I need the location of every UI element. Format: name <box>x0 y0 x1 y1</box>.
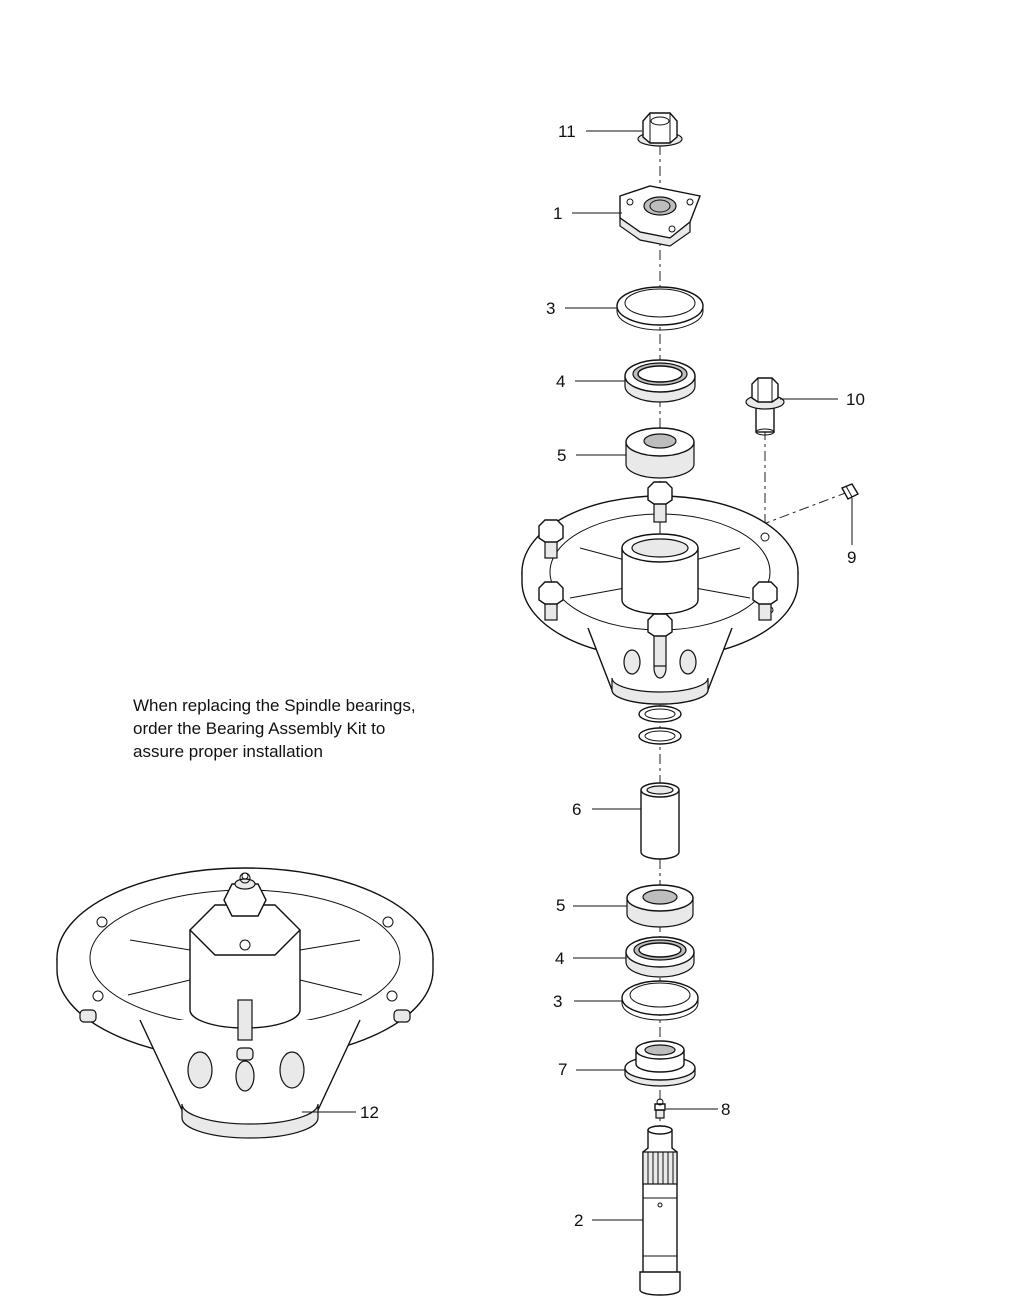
callout-6: 6 <box>572 800 581 819</box>
housing-nut-right <box>752 581 778 621</box>
part-3-seal-lower <box>621 980 699 1021</box>
part-3-seal-upper <box>616 286 704 331</box>
callout-1: 1 <box>553 204 562 223</box>
part-6-spacer-sleeve <box>640 782 680 860</box>
bearing-kit-note: When replacing the Spindle bearings, ord… <box>133 694 493 763</box>
note-line-1: When replacing the Spindle bearings, <box>133 696 416 715</box>
callout-12: 12 <box>360 1103 379 1122</box>
spindle-housing <box>521 495 799 705</box>
callout-8: 8 <box>721 1100 730 1119</box>
callout-7: 7 <box>558 1060 567 1079</box>
housing-nut-left-bottom <box>538 581 564 621</box>
part-5-bearing-upper <box>625 427 695 479</box>
part-5-bearing-lower <box>626 884 694 928</box>
callout-3-upper: 3 <box>546 299 555 318</box>
callout-10: 10 <box>846 390 865 409</box>
part-4-race-upper <box>624 359 696 403</box>
part-2-spindle-shaft <box>639 1125 681 1296</box>
housing-nut-top <box>647 481 673 523</box>
o-rings <box>638 705 682 745</box>
callout-4-lower: 4 <box>555 949 564 968</box>
part-4-race-lower <box>625 936 695 978</box>
part-7-seal-cup <box>624 1040 696 1087</box>
callout-3-lower: 3 <box>553 992 562 1011</box>
part-9-grease-fitting <box>841 483 859 500</box>
housing-nut-left-top <box>538 519 564 559</box>
part-10-bolt <box>745 377 785 436</box>
part-12-spindle-assembly <box>56 867 434 1139</box>
note-line-3: assure proper installation <box>133 742 323 761</box>
callout-5-upper: 5 <box>557 446 566 465</box>
callout-4-upper: 4 <box>556 372 565 391</box>
callout-9: 9 <box>847 548 856 567</box>
part-8-grease-zerk <box>654 1098 666 1119</box>
callout-2: 2 <box>574 1211 583 1230</box>
note-line-2: order the Bearing Assembly Kit to <box>133 719 386 738</box>
housing-nut-bottom <box>647 613 673 667</box>
part-1-splined-hub <box>619 185 701 247</box>
part-11-flange-nut <box>637 112 683 147</box>
leader-lines <box>302 130 853 1221</box>
callout-11: 11 <box>558 122 576 141</box>
callout-5-lower: 5 <box>556 896 565 915</box>
